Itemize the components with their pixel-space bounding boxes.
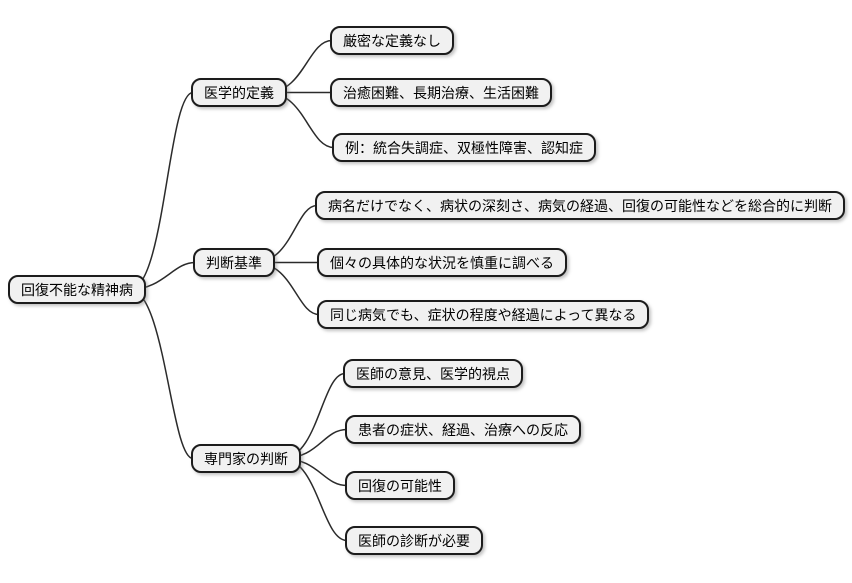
- node-branch-expert-judgment[interactable]: 専門家の判断: [191, 444, 301, 473]
- node-leaf-comprehensive-judgment[interactable]: 病名だけでなく、病状の深刻さ、病気の経過、回復の可能性などを総合的に判断: [315, 191, 845, 220]
- connector-root-branch-1: [129, 91, 194, 291]
- node-leaf-hard-to-cure[interactable]: 治癒困難、長期治療、生活困難: [330, 78, 552, 107]
- node-leaf-varies-by-symptoms[interactable]: 同じ病気でも、症状の程度や経過によって異なる: [317, 300, 650, 329]
- node-branch-medical-definition[interactable]: 医学的定義: [191, 78, 287, 107]
- node-leaf-diagnosis-required[interactable]: 医師の診断が必要: [345, 526, 483, 555]
- node-leaf-recovery-possibility[interactable]: 回復の可能性: [345, 471, 455, 500]
- node-leaf-doctor-opinion[interactable]: 医師の意見、医学的視点: [343, 359, 523, 388]
- node-branch-judgment-criteria[interactable]: 判断基準: [193, 248, 275, 277]
- node-leaf-no-strict-definition[interactable]: 厳密な定義なし: [330, 26, 454, 55]
- node-leaf-examples[interactable]: 例：統合失調症、双極性障害、認知症: [332, 133, 596, 162]
- node-root[interactable]: 回復不能な精神病: [8, 275, 146, 304]
- node-leaf-patient-symptoms[interactable]: 患者の症状、経過、治療への反応: [345, 415, 581, 444]
- node-leaf-careful-examination[interactable]: 個々の具体的な状況を慎重に調べる: [317, 248, 567, 277]
- connector-root-branch-3: [129, 288, 194, 460]
